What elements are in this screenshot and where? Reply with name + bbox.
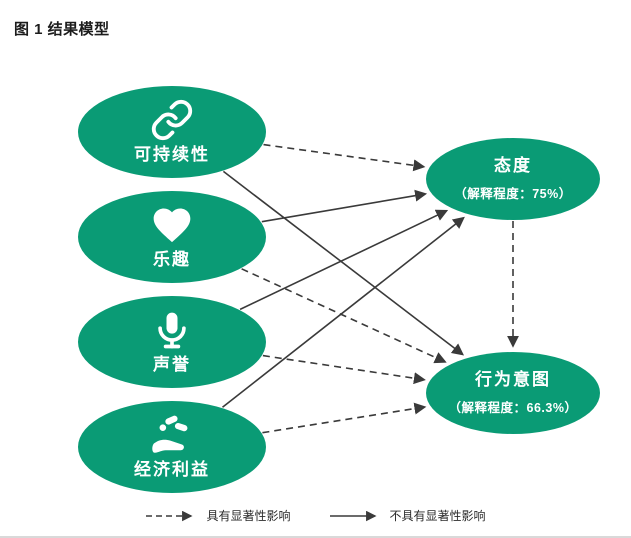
node-label: 可持续性 — [134, 145, 210, 165]
node-label: 态度 — [494, 155, 532, 175]
node-sustainability: 可持续性 — [78, 86, 266, 178]
node-label: 声誉 — [153, 355, 191, 375]
legend-label: 不具有显著性影响 — [389, 509, 486, 523]
node-fun: 乐趣 — [78, 191, 266, 283]
arrow-reputation-intention — [262, 354, 426, 385]
arrow-fun-attitude — [261, 189, 428, 223]
node-reputation: 声誉 — [78, 296, 266, 388]
arrow-economic-attitude — [222, 216, 465, 408]
legend-item-not-significant: 不具有显著性影响 — [329, 507, 486, 524]
arrow-sustainability-attitude — [263, 143, 426, 172]
node-label: 行为意图 — [475, 369, 551, 389]
chain-link-icon — [150, 98, 194, 142]
arrow-economic-intention — [262, 402, 427, 434]
solid-arrow-icon — [329, 510, 377, 521]
node-economic: 经济利益 — [78, 401, 266, 493]
legend: 具有显著性影响 不具有显著性影响 — [0, 507, 631, 524]
figure-title: 图 1 结果模型 — [14, 21, 110, 38]
arrow-sustainability-intention — [222, 170, 465, 356]
node-label: 乐趣 — [153, 250, 191, 270]
hand-pills-icon — [150, 413, 194, 457]
node-sublabel: （解释程度：75%） — [454, 187, 572, 202]
legend-item-significant: 具有显著性影响 — [145, 507, 291, 524]
microphone-icon — [150, 308, 194, 352]
legend-label: 具有显著性影响 — [206, 509, 291, 523]
arrow-fun-intention — [241, 268, 447, 364]
dashed-arrow-icon — [146, 510, 194, 521]
heart-icon — [150, 203, 194, 247]
node-label: 经济利益 — [134, 460, 210, 480]
arrow-reputation-attitude — [239, 209, 449, 311]
node-sublabel: （解释程度：66.3%） — [448, 401, 578, 416]
node-attitude: 态度 （解释程度：75%） — [426, 138, 600, 220]
node-intention: 行为意图 （解释程度：66.3%） — [426, 352, 600, 434]
